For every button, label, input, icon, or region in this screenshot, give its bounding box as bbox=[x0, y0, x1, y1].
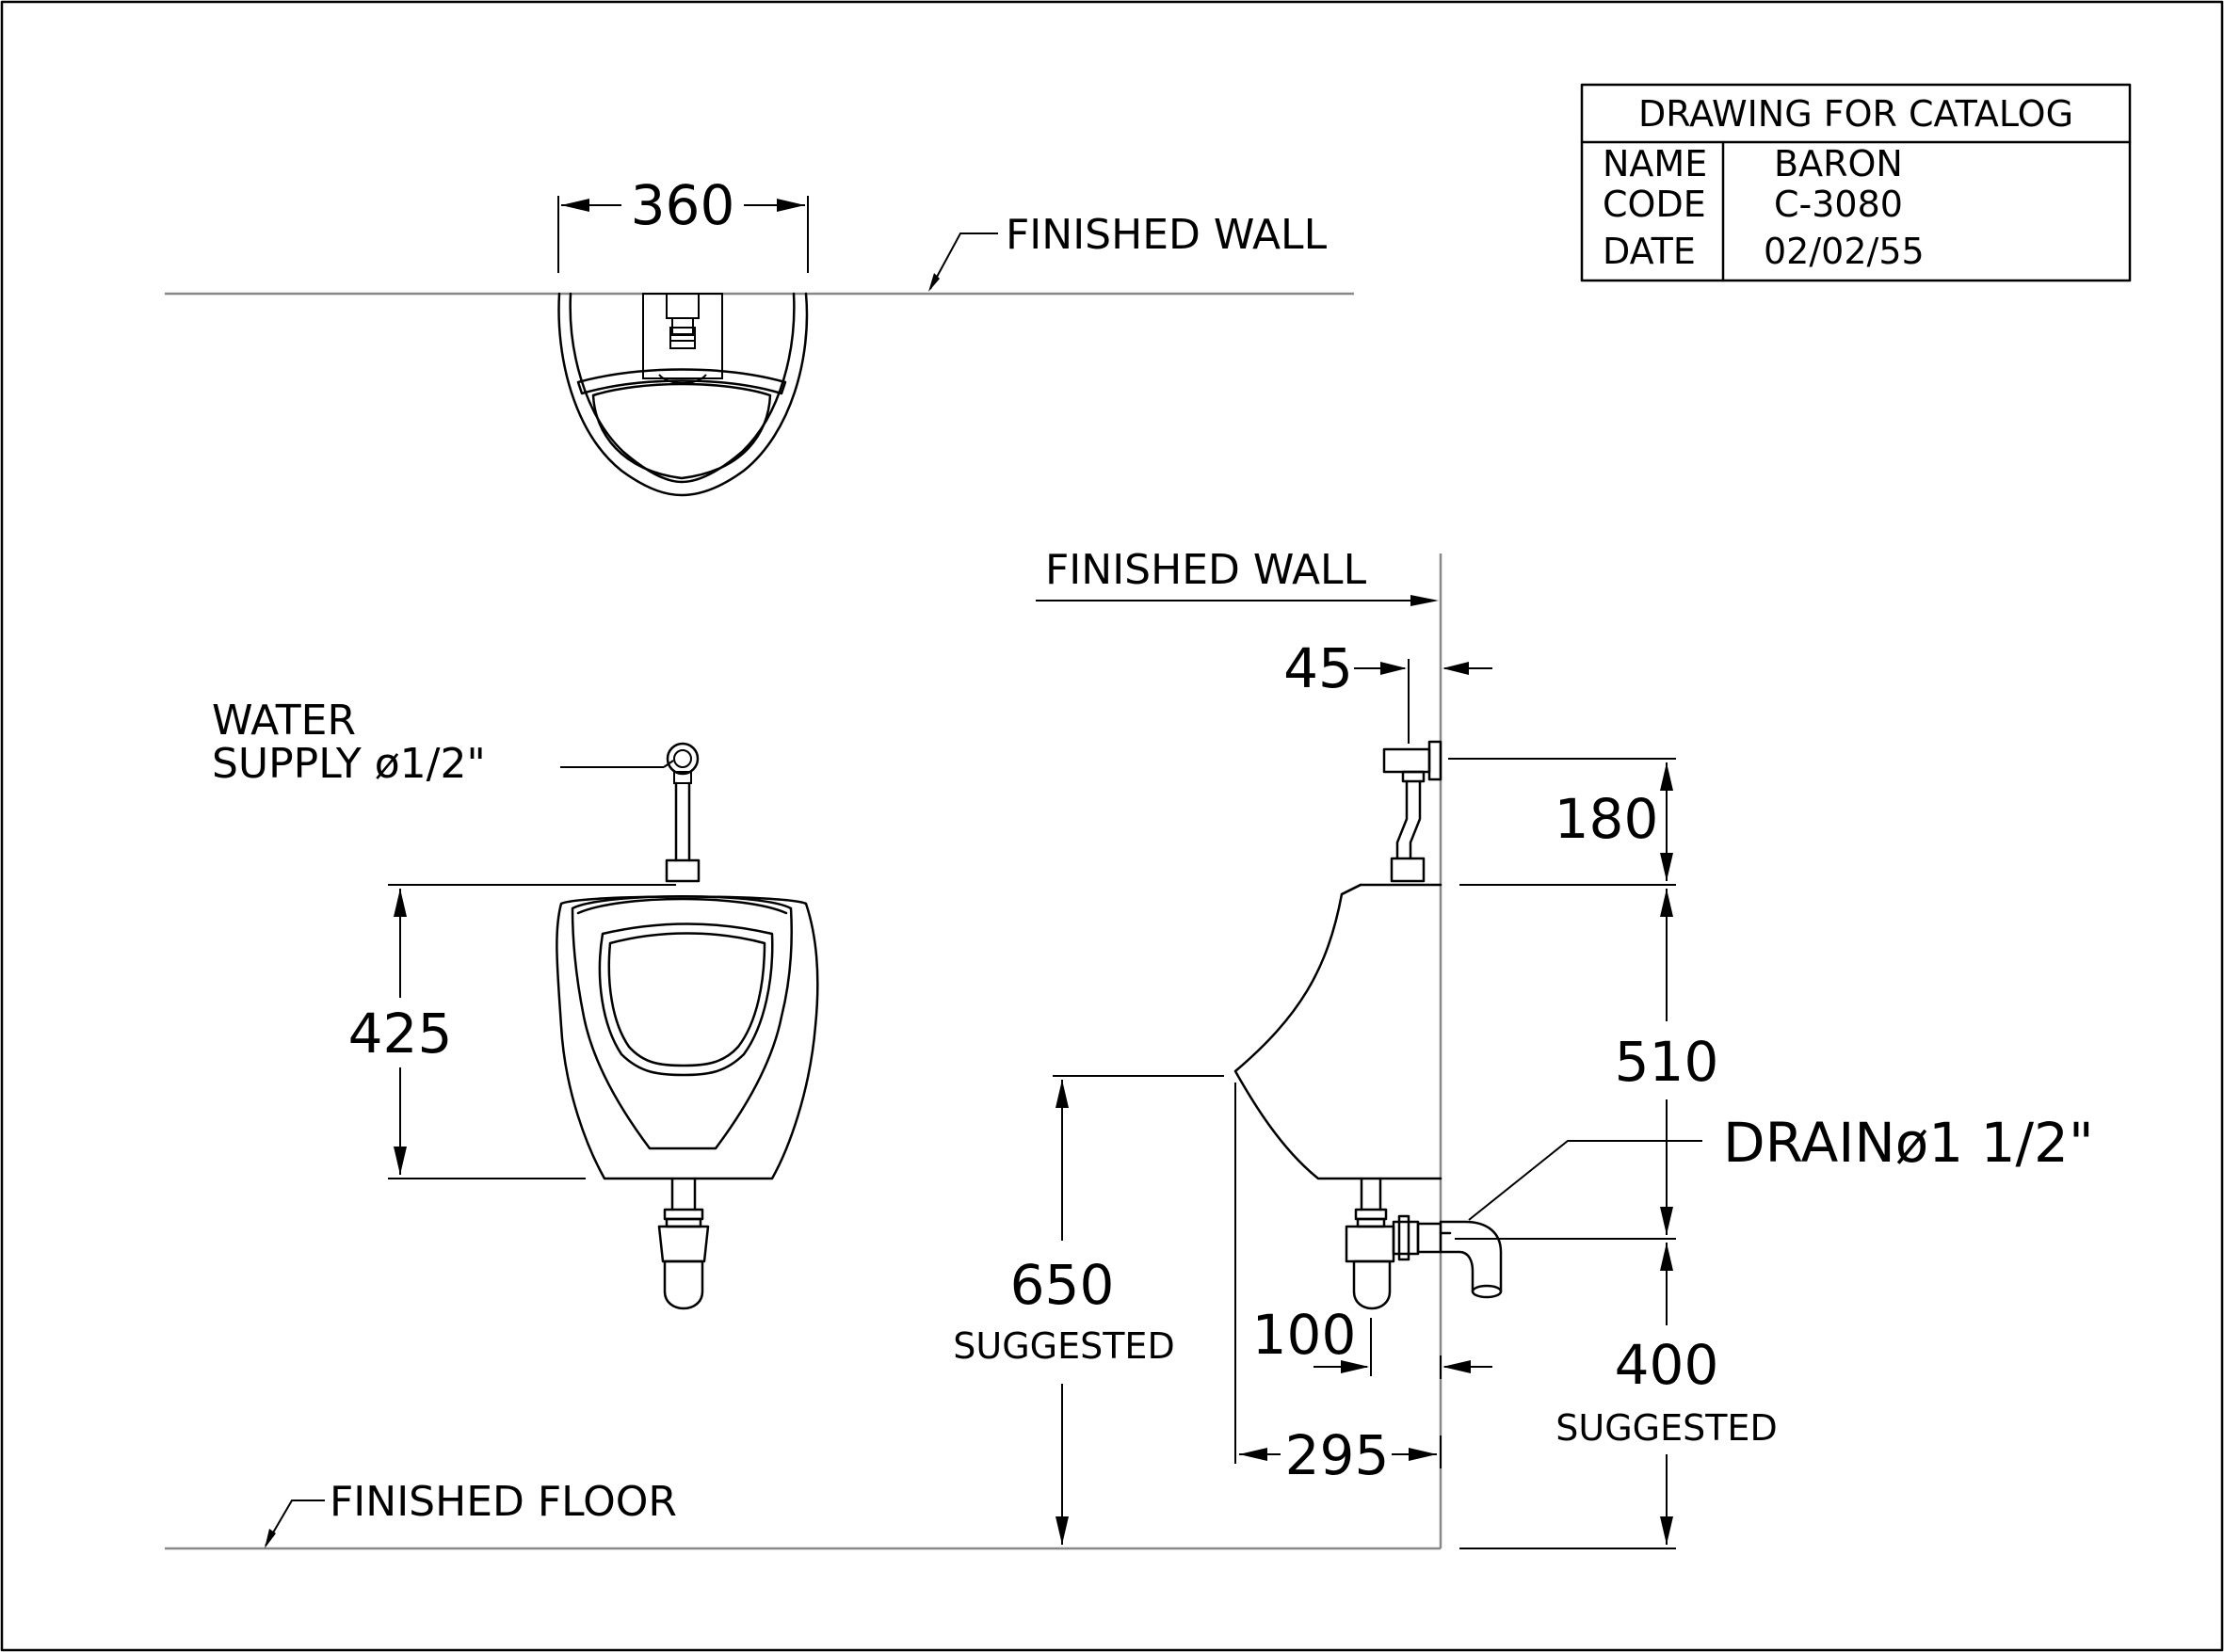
finished-floor-label: FINISHED FLOOR bbox=[330, 1478, 677, 1526]
title-block-code-label: CODE bbox=[1603, 184, 1706, 225]
dim-wall-offset: 45 bbox=[1283, 636, 1353, 700]
finished-wall-label-side: FINISHED WALL bbox=[1045, 546, 1367, 594]
title-block-name-label: NAME bbox=[1603, 143, 1707, 184]
front-view: WATER SUPPLY ø1/2" 425 bbox=[212, 697, 819, 1310]
water-supply-label-line2: SUPPLY ø1/2" bbox=[212, 740, 486, 788]
dim-drain-height: 400 bbox=[1615, 1333, 1719, 1397]
title-block: DRAWING FOR CATALOG NAME BARON CODE C-30… bbox=[1580, 83, 2132, 282]
dim-body-height: 510 bbox=[1615, 1030, 1719, 1094]
plan-view: FINISHED WALL 360 bbox=[165, 173, 1354, 497]
finished-wall-label-top: FINISHED WALL bbox=[1006, 211, 1328, 259]
dim-height-front: 425 bbox=[348, 1002, 453, 1066]
dim-rim-height: 650 bbox=[1010, 1253, 1115, 1317]
title-block-date-value: 02/02/55 bbox=[1764, 231, 1925, 272]
water-supply-label-line1: WATER bbox=[212, 697, 356, 745]
dim-rim-height-suggested: SUGGESTED bbox=[953, 1325, 1174, 1367]
dim-width-top: 360 bbox=[631, 173, 735, 237]
title-block-name-value: BARON bbox=[1774, 143, 1903, 184]
dim-supply-height: 180 bbox=[1555, 787, 1659, 851]
floor: FINISHED FLOOR bbox=[165, 1478, 1441, 1550]
title-block-code-value: C-3080 bbox=[1774, 184, 1903, 225]
title-block-heading: DRAWING FOR CATALOG bbox=[1638, 93, 2073, 135]
drain-label: DRAINø1 1/2" bbox=[1723, 1111, 2094, 1175]
side-view: FINISHED WALL 45 bbox=[953, 546, 2094, 1549]
dim-drain-offset: 100 bbox=[1252, 1303, 1357, 1367]
title-block-date-label: DATE bbox=[1603, 231, 1696, 272]
dim-depth: 295 bbox=[1285, 1423, 1390, 1487]
dim-drain-height-suggested: SUGGESTED bbox=[1555, 1407, 1777, 1449]
